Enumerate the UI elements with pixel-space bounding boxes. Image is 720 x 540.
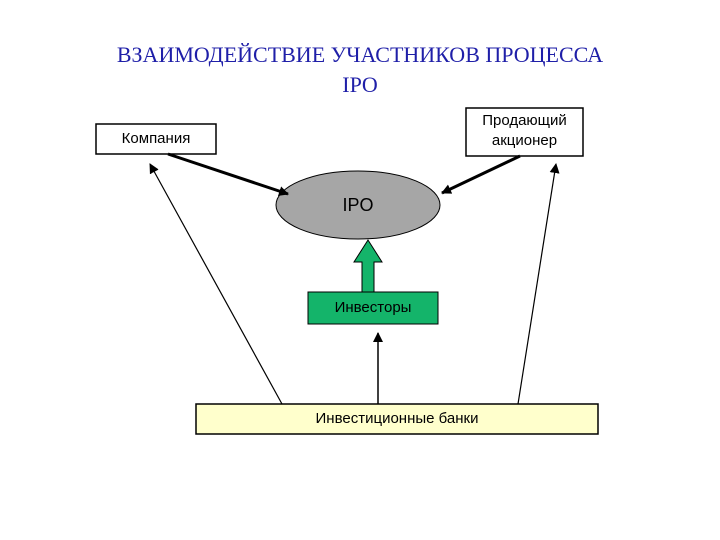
seller-box [465, 107, 584, 157]
arrow-investors-to-ipo [353, 239, 383, 293]
diagram-title: ВЗАИМОДЕЙСТВИЕ УЧАСТНИКОВ ПРОЦЕССА IPO [60, 40, 660, 100]
seller-label-line-2: акционер [491, 132, 558, 149]
seller-label-line-1: Продающий [482, 112, 567, 129]
arrow-banks-to-seller [517, 163, 560, 405]
company-label: Компания [121, 130, 191, 147]
arrow-seller-to-ipo [441, 154, 521, 195]
arrow-banks-to-company [149, 163, 283, 405]
banks-label: Инвестиционные банки [315, 410, 479, 427]
company-box [95, 123, 217, 155]
banks-box [195, 403, 599, 435]
title-line-1: ВЗАИМОДЕЙСТВИЕ УЧАСТНИКОВ ПРОЦЕССА [116, 42, 604, 67]
investors-label: Инвесторы [334, 299, 412, 316]
arrow-company-to-ipo [167, 152, 289, 196]
ipo-ellipse [275, 170, 441, 240]
ipo-label: IPO [342, 195, 374, 215]
seller-label: Продающий акционер [466, 111, 583, 151]
title-line-2: IPO [342, 72, 378, 97]
